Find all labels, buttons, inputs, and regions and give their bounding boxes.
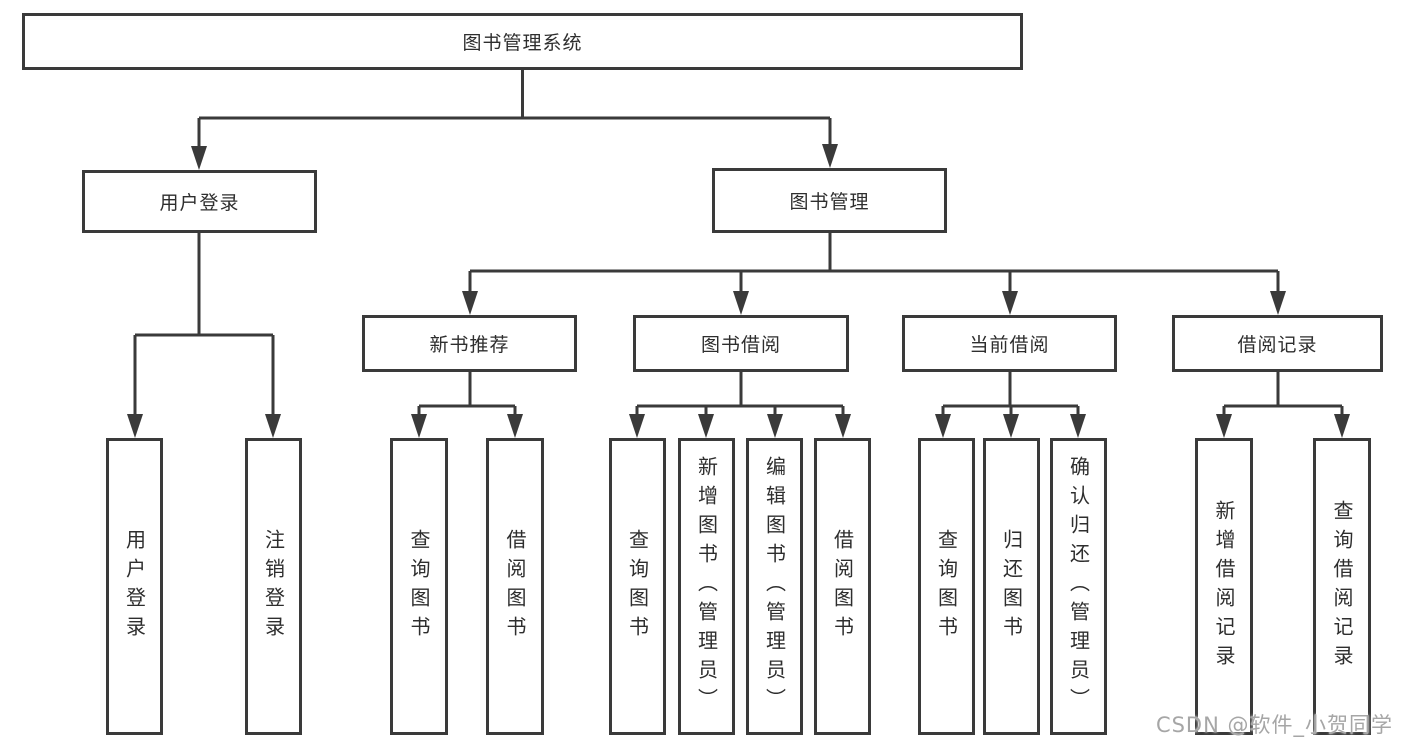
leaf-return-books: 归还图书 xyxy=(983,438,1040,735)
connector-edges xyxy=(133,70,1344,418)
arrowhead-icons xyxy=(127,144,1350,438)
leaf-logout: 注销登录 xyxy=(245,438,302,735)
node-current-borrow: 当前借阅 xyxy=(902,315,1117,372)
leaf-query-books-recommend: 查询图书 xyxy=(390,438,448,735)
leaf-query-books-borrow: 查询图书 xyxy=(609,438,666,735)
csdn-watermark: CSDN @软件_小贺同学 xyxy=(1155,713,1393,737)
node-new-book-recommend: 新书推荐 xyxy=(362,315,577,372)
node-borrow-record: 借阅记录 xyxy=(1172,315,1383,372)
edge-root-to-level2 xyxy=(197,70,832,150)
leaf-borrow-books: 借阅图书 xyxy=(814,438,871,735)
edge-borrow-record-to-leaves xyxy=(1222,372,1344,418)
edge-new-book-rec-to-leaves xyxy=(417,372,517,418)
node-user-login: 用户登录 xyxy=(82,170,317,233)
edge-user-login-to-leaves xyxy=(133,233,275,418)
leaf-user-login: 用户登录 xyxy=(106,438,163,735)
leaf-confirm-return-admin: 确认归还（管理员） xyxy=(1050,438,1107,735)
leaf-query-books-current: 查询图书 xyxy=(918,438,975,735)
edge-current-borrow-to-leaves xyxy=(941,372,1080,418)
leaf-edit-book-admin: 编辑图书（管理员） xyxy=(746,438,803,735)
node-book-borrow: 图书借阅 xyxy=(633,315,849,372)
node-book-management: 图书管理 xyxy=(712,168,947,233)
edge-book-mgmt-to-level3 xyxy=(468,233,1280,295)
leaf-query-borrow-record: 查询借阅记录 xyxy=(1313,438,1371,735)
leaf-add-borrow-record: 新增借阅记录 xyxy=(1195,438,1253,735)
edge-book-borrow-to-leaves xyxy=(635,372,845,418)
leaf-borrow-books-recommend: 借阅图书 xyxy=(486,438,544,735)
leaf-add-book-admin: 新增图书（管理员） xyxy=(678,438,735,735)
node-root-system: 图书管理系统 xyxy=(22,13,1023,70)
